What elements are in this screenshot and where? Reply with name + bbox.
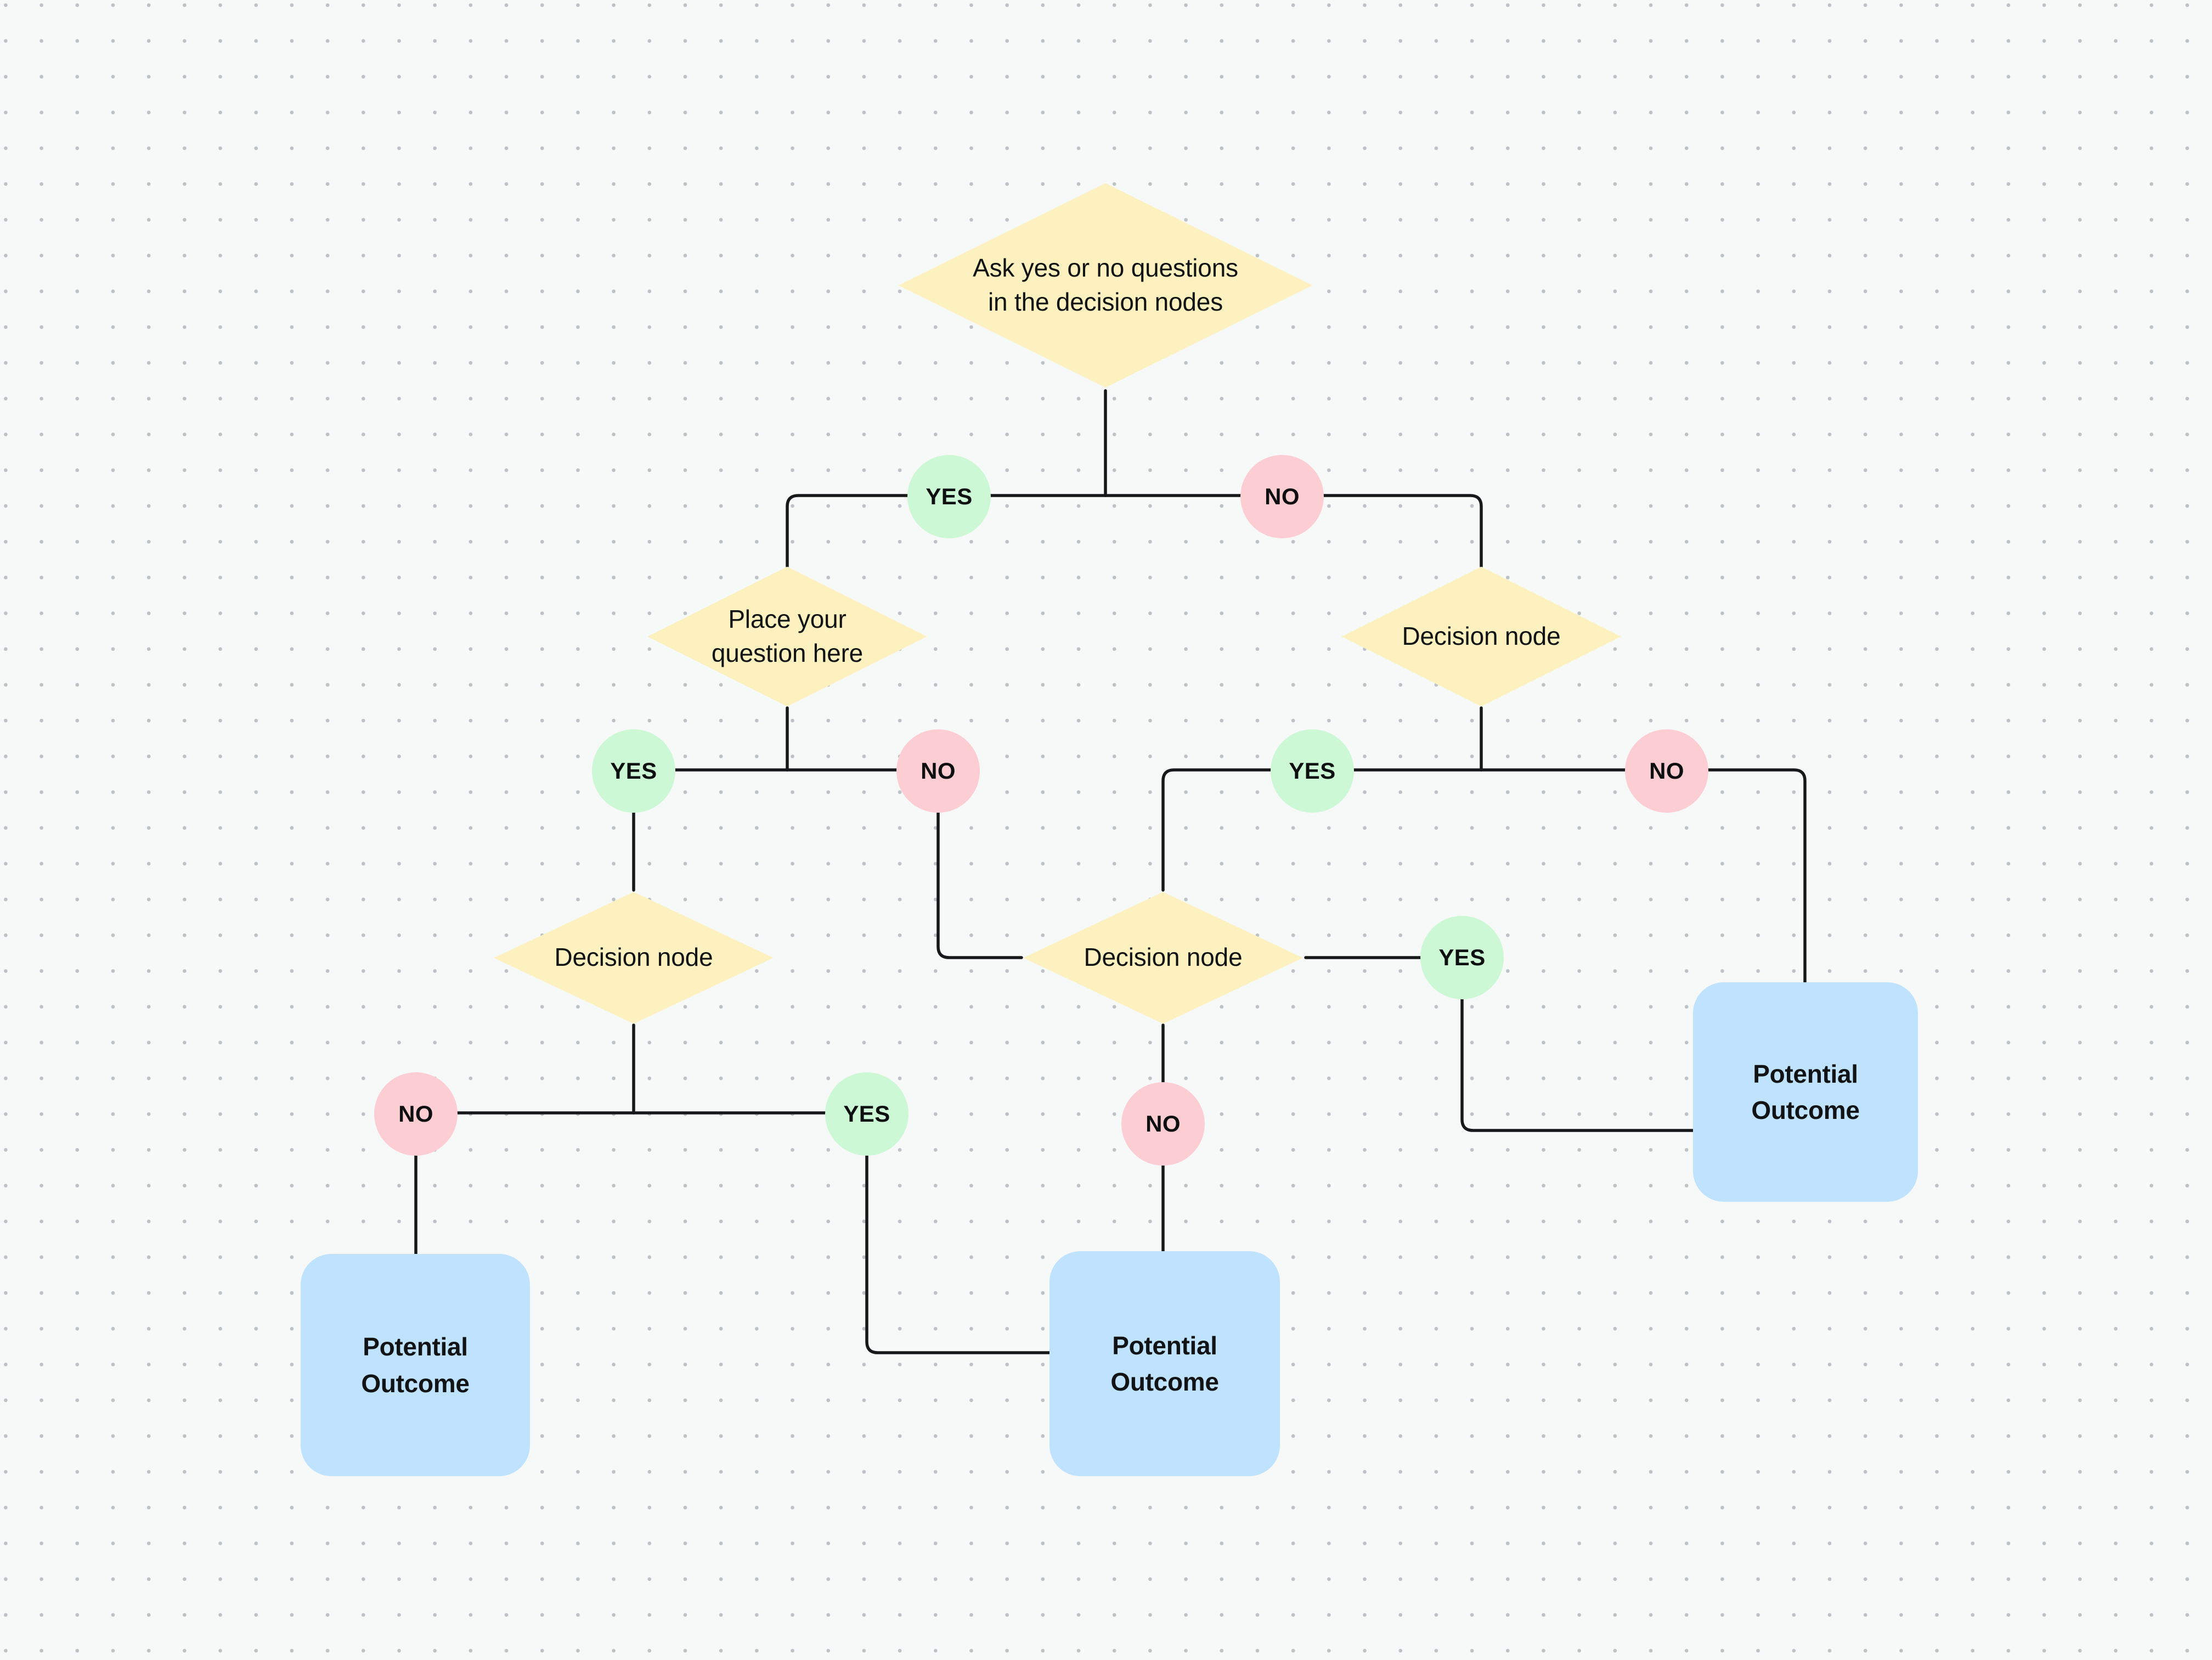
branch-badge-no-left[interactable]: NO bbox=[896, 729, 980, 813]
diamond-shape bbox=[1023, 891, 1303, 1024]
decision-node-label: Decision node bbox=[1084, 943, 1243, 972]
branch-badge-label: NO bbox=[1146, 1111, 1181, 1136]
branch-badge-label: NO bbox=[921, 758, 956, 784]
branch-badge-yes-left[interactable]: YES bbox=[592, 729, 675, 813]
diamond-shape bbox=[1341, 566, 1621, 707]
branch-badge-yes-left-lower[interactable]: YES bbox=[825, 1072, 909, 1156]
diamond-shape bbox=[494, 891, 774, 1024]
edge-e-dl-no bbox=[786, 768, 1023, 959]
branch-badge-yes-middle-lower[interactable]: YES bbox=[1420, 916, 1504, 999]
diamond-shape bbox=[647, 566, 927, 707]
decision-node-label: Ask yes or no questions in the decision … bbox=[973, 254, 1238, 316]
edge-e-dm2-yes bbox=[1304, 956, 1695, 1132]
branch-badge-no-middle-lower[interactable]: NO bbox=[1121, 1082, 1205, 1166]
decision-node-middle-lower[interactable]: Decision node bbox=[1020, 891, 1306, 1025]
outcome-node-left[interactable]: Potential Outcome bbox=[301, 1254, 530, 1476]
decision-node-left-lower[interactable]: Decision node bbox=[491, 891, 776, 1025]
branch-badge-label: NO bbox=[1649, 758, 1684, 784]
branch-badge-yes-right[interactable]: YES bbox=[1271, 729, 1354, 813]
decision-node-right[interactable]: Decision node bbox=[1339, 565, 1624, 708]
diamond-shape bbox=[898, 183, 1313, 388]
branch-badge-no-root[interactable]: NO bbox=[1240, 455, 1324, 538]
branch-badge-label: YES bbox=[926, 483, 973, 509]
branch-badge-label: NO bbox=[1265, 483, 1300, 509]
branch-badge-label: YES bbox=[843, 1101, 890, 1127]
branch-badge-label: NO bbox=[398, 1101, 433, 1127]
branch-badge-no-left-lower[interactable]: NO bbox=[374, 1072, 458, 1156]
branch-badge-no-right[interactable]: NO bbox=[1625, 729, 1708, 813]
outcome-node-middle[interactable]: Potential Outcome bbox=[1049, 1251, 1280, 1476]
branch-badge-yes-root[interactable]: YES bbox=[907, 455, 991, 538]
outcome-node-right[interactable]: Potential Outcome bbox=[1693, 982, 1918, 1202]
decision-node-label: Place your question here bbox=[711, 605, 864, 667]
outcome-node-label: Potential Outcome bbox=[1110, 1331, 1219, 1396]
outcome-node-label: Potential Outcome bbox=[361, 1332, 470, 1398]
decision-node-place-your-question[interactable]: Place your question here bbox=[645, 565, 930, 708]
branch-badge-label: YES bbox=[610, 758, 657, 784]
branch-badge-label: YES bbox=[1289, 758, 1336, 784]
branch-badge-label: YES bbox=[1438, 944, 1486, 970]
decision-node-label: Decision node bbox=[1402, 622, 1561, 651]
outcome-node-label: Potential Outcome bbox=[1751, 1059, 1860, 1124]
edge-e-dl2-yes bbox=[632, 1111, 1051, 1354]
decision-node-label: Decision node bbox=[554, 943, 713, 972]
decision-node-root[interactable]: Ask yes or no questions in the decision … bbox=[894, 181, 1317, 390]
